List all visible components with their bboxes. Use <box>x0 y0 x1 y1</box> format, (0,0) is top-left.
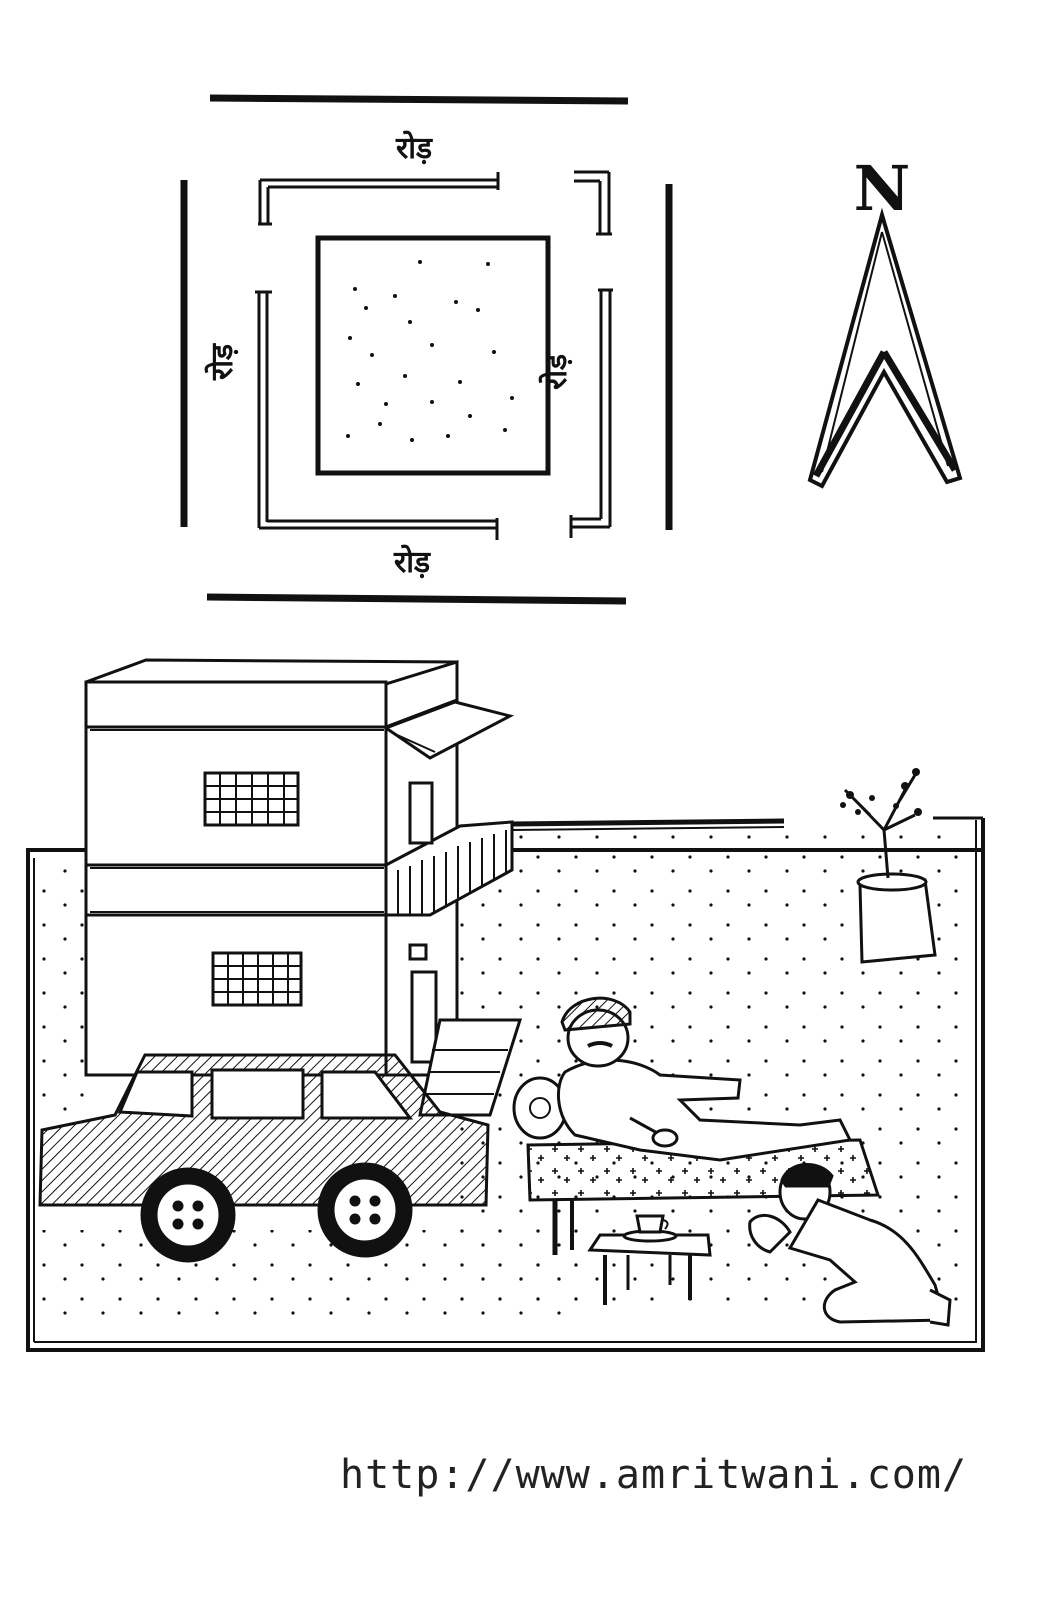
upper-door <box>408 781 434 845</box>
reclining-man <box>556 996 853 1162</box>
outer-road-line-bottom <box>206 593 627 605</box>
car-window-middle <box>210 1068 305 1120</box>
north-arrow: N <box>807 152 963 489</box>
road-label-left: रोड़ <box>204 343 240 381</box>
car-window-rear <box>320 1070 414 1120</box>
house-scene <box>26 658 985 1352</box>
outer-road-line-top <box>209 94 629 105</box>
central-plot <box>315 235 551 476</box>
lower-door <box>410 970 438 1064</box>
plot-dots <box>346 260 514 442</box>
footer-url[interactable]: http://www.amritwani.com/ <box>340 1452 968 1498</box>
road-label-bottom: रोड़ <box>393 544 431 580</box>
lower-window <box>211 951 303 1007</box>
car-window-front <box>117 1070 194 1118</box>
site-plan: रोड़ रोड़ रोड़ रोड़ <box>180 94 673 605</box>
kneeling-man <box>748 1163 952 1327</box>
road-label-right: रोड़ <box>538 353 574 391</box>
tea-table <box>587 1214 712 1305</box>
inner-boundary-wall <box>255 170 613 540</box>
north-arrow-icon <box>807 207 963 489</box>
balcony <box>384 820 514 917</box>
potted-plant <box>840 768 937 964</box>
upper-window <box>203 771 300 827</box>
entrance-steps <box>418 1018 523 1117</box>
car <box>38 1053 490 1263</box>
road-label-top: रोड़ <box>395 130 433 166</box>
